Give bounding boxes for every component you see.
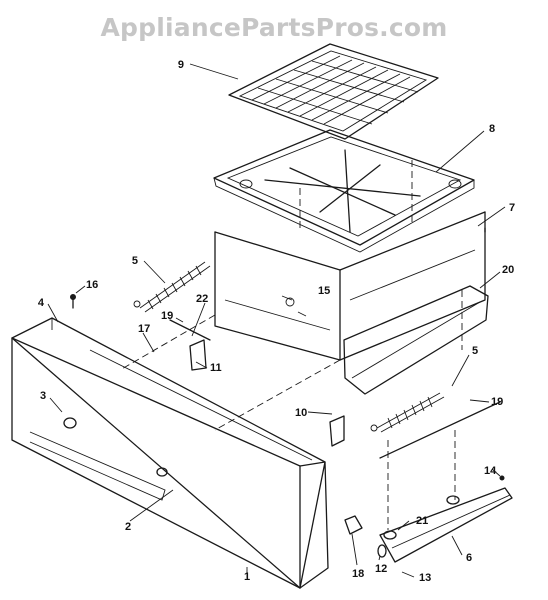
callout-18: 18 — [352, 568, 364, 580]
bracket-part-11 — [189, 339, 207, 371]
callout-6: 6 — [466, 552, 472, 564]
callout-22: 22 — [196, 293, 208, 305]
callout-3: 3 — [40, 390, 46, 402]
drawer-knob-part — [63, 417, 168, 477]
callout-14: 14 — [484, 465, 497, 477]
callout-9: 9 — [178, 59, 184, 71]
callout-5-upper: 5 — [132, 255, 138, 267]
roller-part-12 — [377, 544, 387, 558]
bracket-part-10 — [329, 415, 345, 447]
watermark-text: AppliancePartsPros.com — [100, 13, 447, 42]
clip-part-18 — [344, 515, 363, 535]
broiler-grid-part — [228, 43, 439, 140]
screw-part-14 — [499, 475, 505, 481]
roller-part-21 — [383, 495, 460, 540]
screw-part-16 — [70, 294, 76, 309]
callout-8: 8 — [489, 123, 495, 135]
callout-5-lower: 5 — [472, 345, 478, 357]
callout-19-right: 19 — [491, 396, 503, 408]
drawer-front-part — [11, 317, 329, 589]
callout-17: 17 — [138, 323, 150, 335]
callout-12: 12 — [375, 563, 387, 575]
callout-19-left: 19 — [161, 310, 173, 322]
callout-16: 16 — [86, 279, 98, 291]
callout-11: 11 — [210, 362, 222, 374]
bottom-rail-part — [379, 487, 513, 563]
callout-15: 15 — [318, 285, 330, 297]
callout-2: 2 — [125, 521, 131, 533]
callout-leaders — [47, 63, 506, 578]
callout-labels: 9 8 7 5 20 16 4 22 15 17 19 11 10 5 19 1… — [38, 59, 515, 584]
rod-left-part — [169, 319, 211, 341]
side-rail-part — [343, 285, 489, 395]
callout-21: 21 — [416, 515, 428, 527]
drawer-spring-upper-part — [133, 261, 211, 313]
callout-13: 13 — [419, 572, 431, 584]
broiler-pan-part — [213, 129, 475, 253]
alignment-lines — [119, 160, 463, 530]
callout-4: 4 — [38, 297, 45, 309]
callout-7: 7 — [509, 202, 515, 214]
drawer-spring-lower-part — [370, 392, 445, 433]
callout-10: 10 — [295, 407, 307, 419]
rod-right-part — [379, 401, 501, 459]
callout-20: 20 — [502, 264, 514, 276]
callout-1: 1 — [244, 571, 250, 583]
